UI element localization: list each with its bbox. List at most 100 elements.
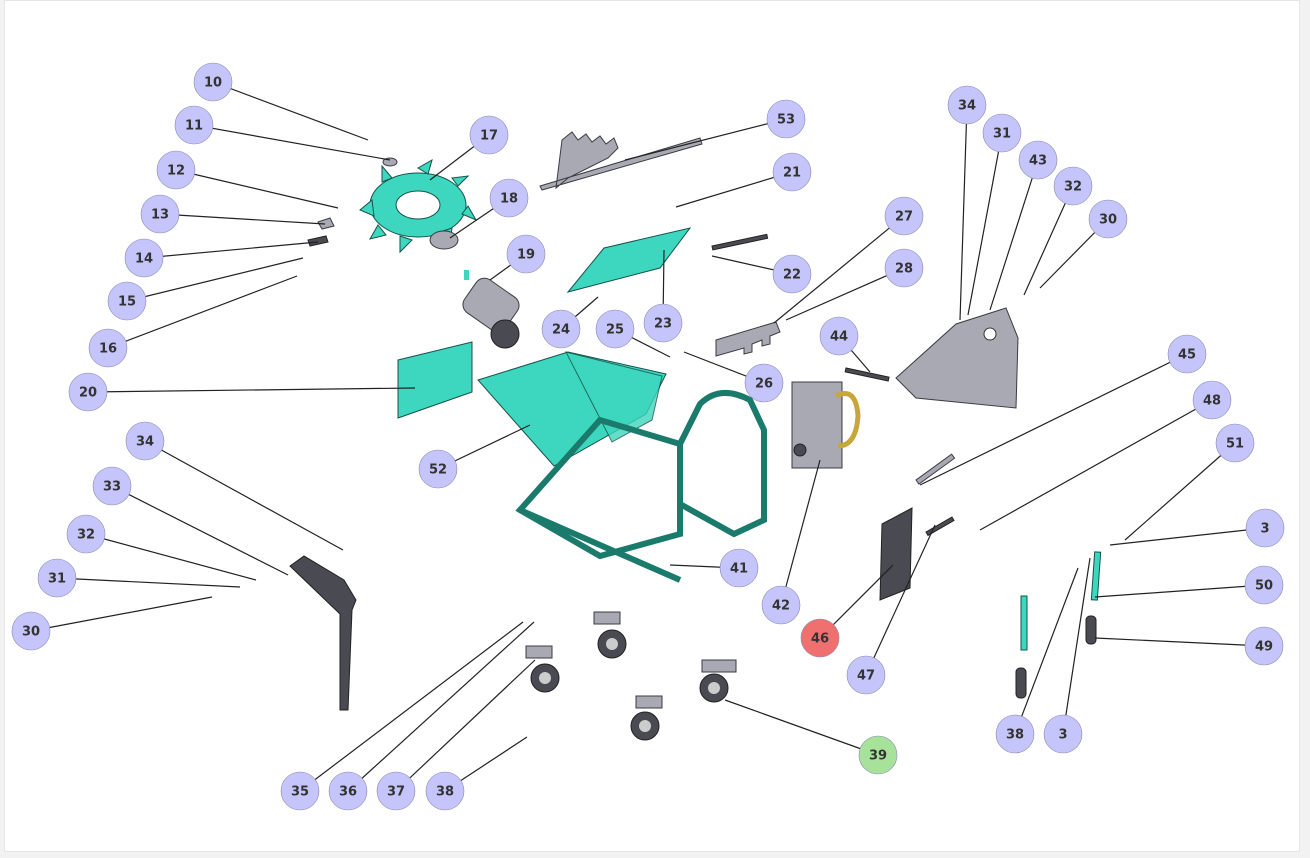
part-rod-22[interactable] [711, 233, 769, 251]
part-control-box[interactable] [791, 381, 861, 469]
part-rake[interactable] [539, 131, 703, 191]
callout-circle[interactable] [107, 281, 147, 321]
callout-41[interactable]: 41 [719, 548, 759, 588]
callout-31[interactable]: 31 [37, 558, 77, 598]
callout-circle[interactable] [1215, 423, 1255, 463]
callout-circle[interactable] [858, 735, 898, 775]
callout-circle[interactable] [425, 771, 465, 811]
callout-31[interactable]: 31 [982, 113, 1022, 153]
part-grip-left[interactable] [1015, 667, 1027, 699]
callout-50[interactable]: 50 [1244, 565, 1284, 605]
callout-circle[interactable] [68, 372, 108, 412]
callout-38[interactable]: 38 [425, 771, 465, 811]
callout-23[interactable]: 23 [643, 303, 683, 343]
callout-circle[interactable] [376, 771, 416, 811]
callout-11[interactable]: 11 [174, 105, 214, 145]
callout-45[interactable]: 45 [1167, 334, 1207, 374]
callout-circle[interactable] [280, 771, 320, 811]
part-bar-47[interactable] [925, 516, 955, 537]
callout-circle[interactable] [328, 771, 368, 811]
callout-28[interactable]: 28 [884, 248, 924, 288]
callout-circle[interactable] [761, 585, 801, 625]
part-washer-11[interactable] [382, 157, 398, 167]
callout-32[interactable]: 32 [1053, 166, 1093, 206]
callout-30[interactable]: 30 [11, 611, 51, 651]
callout-circle[interactable] [124, 238, 164, 278]
callout-circle[interactable] [1244, 626, 1284, 666]
callout-51[interactable]: 51 [1215, 423, 1255, 463]
callout-52[interactable]: 52 [418, 449, 458, 489]
callout-circle[interactable] [140, 194, 180, 234]
callout-circle[interactable] [418, 449, 458, 489]
callout-16[interactable]: 16 [88, 328, 128, 368]
part-bracket-27[interactable] [715, 321, 781, 357]
callout-circle[interactable] [766, 99, 806, 139]
callout-circle[interactable] [541, 309, 581, 349]
part-impeller[interactable] [359, 158, 478, 254]
callout-46[interactable]: 46 [800, 618, 840, 658]
callout-26[interactable]: 26 [744, 363, 784, 403]
callout-circle[interactable] [643, 303, 683, 343]
callout-17[interactable]: 17 [469, 115, 509, 155]
callout-25[interactable]: 25 [595, 309, 635, 349]
part-plate-13[interactable] [317, 217, 335, 230]
callout-3[interactable]: 3 [1245, 508, 1285, 548]
callout-3[interactable]: 3 [1043, 714, 1083, 754]
callout-circle[interactable] [846, 655, 886, 695]
callout-circle[interactable] [595, 309, 635, 349]
callout-circle[interactable] [11, 611, 51, 651]
part-caster-back[interactable] [593, 611, 627, 659]
callout-circle[interactable] [506, 234, 546, 274]
callout-circle[interactable] [819, 316, 859, 356]
callout-circle[interactable] [125, 421, 165, 461]
callout-circle[interactable] [489, 178, 529, 218]
callout-48[interactable]: 48 [1192, 380, 1232, 420]
callout-circle[interactable] [800, 618, 840, 658]
part-bar-45[interactable] [915, 453, 956, 485]
callout-47[interactable]: 47 [846, 655, 886, 695]
callout-10[interactable]: 10 [193, 62, 233, 102]
callout-49[interactable]: 49 [1244, 626, 1284, 666]
callout-circle[interactable] [1043, 714, 1083, 754]
callout-42[interactable]: 42 [761, 585, 801, 625]
part-side-plate[interactable] [895, 307, 1019, 409]
callout-43[interactable]: 43 [1018, 140, 1058, 180]
callout-30[interactable]: 30 [1088, 199, 1128, 239]
callout-37[interactable]: 37 [376, 771, 416, 811]
part-hub[interactable] [429, 230, 459, 250]
part-grip-49[interactable] [1085, 615, 1097, 645]
callout-circle[interactable] [1053, 166, 1093, 206]
part-caster-mid[interactable] [630, 695, 663, 741]
callout-circle[interactable] [744, 363, 784, 403]
callout-38[interactable]: 38 [995, 714, 1035, 754]
callout-20[interactable]: 20 [68, 372, 108, 412]
callout-circle[interactable] [982, 113, 1022, 153]
callout-circle[interactable] [37, 558, 77, 598]
callout-13[interactable]: 13 [140, 194, 180, 234]
callout-circle[interactable] [156, 150, 196, 190]
callout-18[interactable]: 18 [489, 178, 529, 218]
callout-circle[interactable] [469, 115, 509, 155]
callout-circle[interactable] [1088, 199, 1128, 239]
callout-44[interactable]: 44 [819, 316, 859, 356]
callout-33[interactable]: 33 [92, 466, 132, 506]
callout-circle[interactable] [1245, 508, 1285, 548]
callout-circle[interactable] [1018, 140, 1058, 180]
part-cover-plate[interactable] [566, 227, 692, 293]
callout-53[interactable]: 53 [766, 99, 806, 139]
callout-12[interactable]: 12 [156, 150, 196, 190]
callout-15[interactable]: 15 [107, 281, 147, 321]
callout-circle[interactable] [772, 152, 812, 192]
part-caster-39[interactable] [699, 659, 737, 703]
part-left-bracket[interactable] [289, 555, 357, 711]
callout-circle[interactable] [1192, 380, 1232, 420]
callout-14[interactable]: 14 [124, 238, 164, 278]
callout-34[interactable]: 34 [947, 85, 987, 125]
callout-32[interactable]: 32 [66, 514, 106, 554]
callout-circle[interactable] [719, 548, 759, 588]
callout-circle[interactable] [174, 105, 214, 145]
part-wedge-14[interactable] [307, 235, 329, 247]
part-hopper-side[interactable] [565, 351, 663, 443]
part-handle-left[interactable] [1020, 595, 1028, 651]
callout-27[interactable]: 27 [884, 196, 924, 236]
